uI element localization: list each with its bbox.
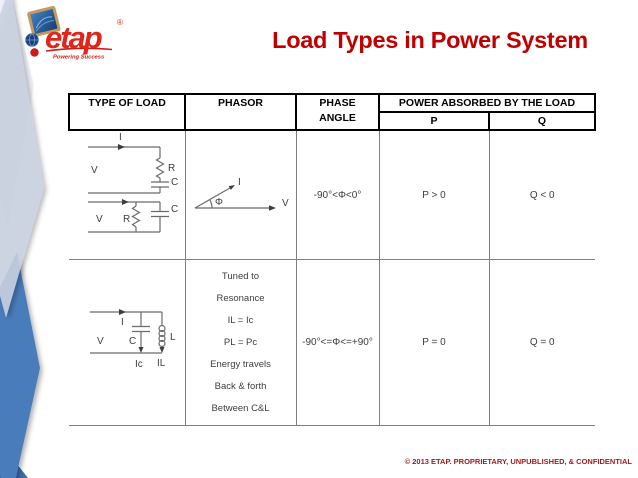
lc-note-line: PL = Pc [223, 336, 258, 348]
cell-lc-phasor-notes: Tuned to Resonance IL = Ic PL = Pc Energ… [184, 259, 297, 426]
cell-rc-phase-angle: -90°<Φ<0° [295, 130, 380, 260]
table-header: TYPE OF LOAD PHASOR PHASE ANGLE POWER AB… [68, 93, 596, 131]
header-phase-line2: ANGLE [319, 112, 356, 124]
left-diamond-decoration [0, 0, 44, 478]
cell-rc-p: P > 0 [378, 130, 490, 260]
logo-monitor-icon [27, 5, 61, 38]
table-row-lc-load: Tuned to Resonance IL = Ic PL = Pc Energ… [69, 259, 595, 426]
cell-lc-p: P = 0 [378, 259, 490, 426]
table-row-rc-load: -90°<Φ<0° P > 0 Q < 0 [69, 130, 595, 260]
diamond-bottom-wedge [0, 442, 28, 478]
header-type-of-load: TYPE OF LOAD [68, 93, 186, 131]
header-p: P [378, 111, 490, 131]
lc-note-line: Back & forth [214, 380, 267, 392]
logo-globe-icon [25, 33, 39, 47]
header-phase-line1: PHASE [319, 97, 356, 109]
lc-note-line: IL = Ic [227, 314, 254, 326]
header-phase-angle: PHASE ANGLE [295, 93, 380, 131]
lc-note-line: Between C&L [211, 402, 270, 414]
cell-rc-circuits [69, 130, 186, 260]
logo-registered-mark: ® [117, 18, 123, 27]
etap-logo: etap ® Powering Success [25, 5, 123, 61]
cell-lc-phase-angle: -90°<=Φ<=+90° [295, 259, 380, 426]
cell-lc-q: Q = 0 [488, 259, 595, 426]
logo-brand-text: etap [45, 20, 102, 55]
lc-note-line: Tuned to [221, 270, 260, 282]
slide-title: Load Types in Power System [272, 27, 588, 53]
lc-notes: Tuned to Resonance IL = Ic PL = Pc Energ… [186, 266, 296, 420]
header-phasor: PHASOR [184, 93, 297, 131]
load-types-table: TYPE OF LOAD PHASOR PHASE ANGLE POWER AB… [68, 93, 596, 426]
logo-swoosh [45, 47, 113, 52]
copyright-footer: © 2013 ETAP. PROPRIETARY, UNPUBLISHED, &… [404, 457, 632, 466]
logo-red-ball-icon [30, 48, 39, 57]
lc-note-line: Energy travels [210, 358, 271, 370]
cell-lc-circuit [69, 259, 186, 426]
header-power-absorbed: POWER ABSORBED BY THE LOAD [378, 93, 596, 113]
header-q: Q [488, 111, 596, 131]
cell-rc-phasor [184, 130, 297, 260]
lc-note-line: Resonance [216, 292, 265, 304]
cell-rc-q: Q < 0 [488, 130, 595, 260]
diamond-blue [0, 252, 40, 478]
logo-tagline: Powering Success [53, 55, 105, 61]
